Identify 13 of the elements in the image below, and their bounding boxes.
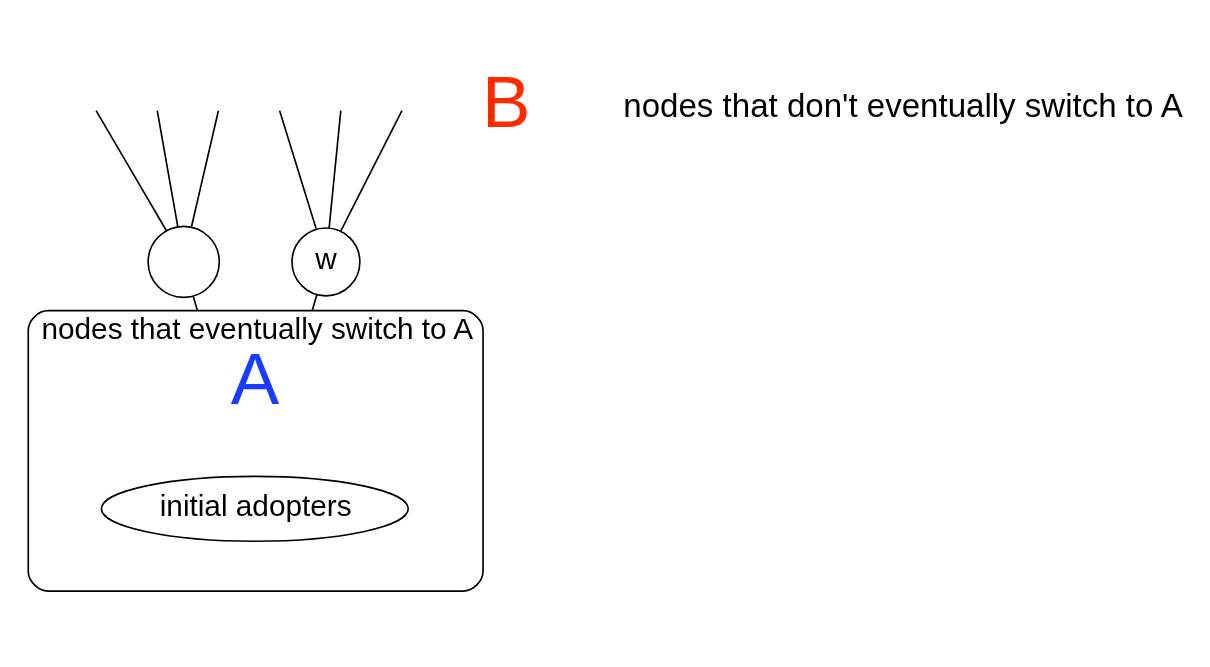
connector [340, 109, 403, 232]
connector [192, 295, 199, 312]
connector [156, 109, 179, 228]
connector [278, 109, 317, 230]
node-circle [147, 225, 221, 299]
connector [328, 109, 342, 229]
node-ellipse: initial adopters [100, 475, 410, 543]
node-circle: w [291, 227, 361, 297]
label: B [481, 61, 531, 143]
connector [95, 109, 168, 232]
label: nodes that don't eventually switch to A [623, 87, 1183, 125]
connector [311, 294, 318, 312]
connector [190, 109, 220, 228]
